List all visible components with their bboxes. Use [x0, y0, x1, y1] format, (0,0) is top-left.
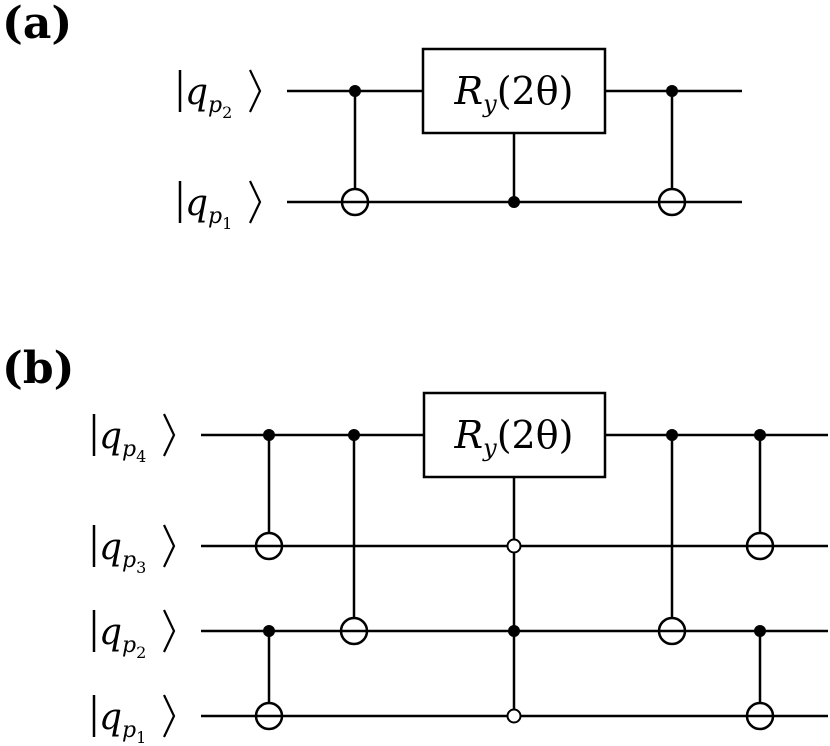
control-dot — [349, 85, 361, 97]
ket-sub: p — [208, 93, 222, 118]
ket-label-qp2: qp2 — [178, 69, 262, 122]
svg-text:qp1: qp1 — [99, 697, 146, 746]
control-dot — [754, 625, 766, 637]
control-dot — [348, 429, 360, 441]
ket-subsub: 2 — [222, 103, 232, 122]
controlled-ry-gate: Ry(2θ) — [421, 47, 607, 208]
ry-gate-label: Ry(2θ) — [454, 69, 574, 118]
control-dot — [666, 429, 678, 441]
control-dot — [508, 625, 520, 637]
ry-gate-label: Ry(2θ) — [454, 413, 574, 462]
ket-sub: p — [208, 204, 222, 229]
ket-label-qp2: qp2 — [92, 609, 176, 662]
cnot-gate-2 — [657, 85, 687, 217]
control-dot — [508, 196, 520, 208]
cnot-gate-3 — [339, 429, 369, 646]
svg-text:qp3: qp3 — [99, 527, 146, 577]
ry-gate-box — [421, 47, 607, 135]
svg-text:qp2: qp2 — [99, 612, 146, 662]
multi-controlled-ry-gate: Ry(2θ) — [422, 391, 607, 724]
ket-label-qp4: qp4 — [92, 413, 176, 466]
control-dot — [754, 429, 766, 441]
cnot-gate-4 — [657, 429, 687, 646]
ket-label-qp1: qp1 — [178, 180, 262, 233]
panel-b-label: (b) — [2, 343, 74, 394]
ket-letter: q — [185, 72, 208, 113]
control-dot — [666, 85, 678, 97]
cnot-gate-5 — [745, 429, 775, 561]
ry-gate-box — [422, 391, 607, 479]
control-dot — [263, 429, 275, 441]
control-dot — [263, 625, 275, 637]
panel-b: (b) qp4 qp3 qp2 qp1 — [2, 343, 828, 746]
open-control-dot — [506, 708, 522, 724]
cnot-gate-1 — [254, 429, 284, 561]
ket-subsub: 1 — [222, 214, 232, 233]
panel-a-label: (a) — [2, 0, 72, 49]
ket-label-qp1: qp1 — [92, 694, 176, 746]
panel-a: (a) qp2 qp1 — [2, 0, 742, 233]
open-control-dot — [506, 538, 522, 554]
svg-text:qp4: qp4 — [99, 416, 146, 466]
svg-text:qp1: qp1 — [185, 183, 232, 233]
cnot-gate-2 — [254, 625, 284, 731]
svg-text:qp2: qp2 — [185, 72, 232, 122]
cnot-gate-1 — [340, 85, 370, 217]
ket-label-qp3: qp3 — [92, 524, 176, 577]
ket-letter: q — [185, 183, 208, 224]
cnot-gate-6 — [745, 625, 775, 731]
